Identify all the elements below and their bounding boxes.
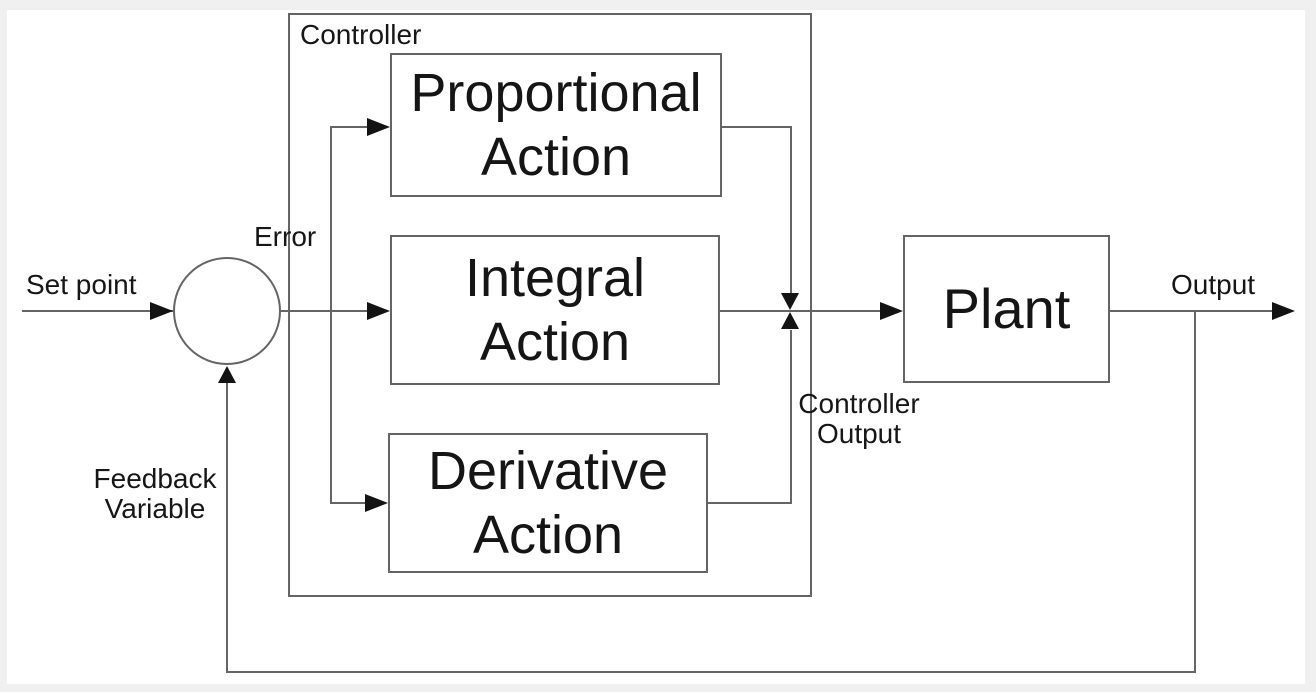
setpoint-label: Set point (26, 269, 137, 300)
proportional-output-line-v (790, 126, 792, 294)
integral-input-arrowhead (367, 302, 390, 320)
plant-block: Plant (903, 235, 1110, 383)
derivative-output-line-v (790, 330, 792, 504)
proportional-action-block: Proportional Action (390, 53, 722, 197)
setpoint-arrowhead (150, 302, 173, 320)
integral-label-line1: Integral (464, 248, 646, 308)
plant-label: Plant (942, 277, 1071, 340)
feedback-line-right (1194, 311, 1196, 673)
feedback-arrowhead (218, 366, 236, 383)
setpoint-line (22, 310, 173, 312)
derivative-junction-arrowhead (781, 312, 799, 329)
proportional-input-line (331, 126, 369, 128)
plant-input-arrowhead (880, 302, 903, 320)
output-arrowhead (1272, 302, 1295, 320)
feedback-line-bottom (226, 671, 1196, 673)
derivative-action-block: Derivative Action (388, 433, 708, 573)
proportional-junction-arrowhead (781, 293, 799, 310)
controller-output-label: Controller Output (783, 389, 935, 449)
output-label: Output (1171, 269, 1256, 300)
proportional-output-line-h (722, 126, 792, 128)
summing-junction (173, 257, 281, 365)
feedback-line-left (226, 382, 228, 673)
proportional-label-line2: Action (480, 127, 632, 187)
derivative-label-line2: Action (472, 505, 624, 565)
error-branch-line (330, 126, 332, 504)
proportional-input-arrowhead (367, 118, 390, 136)
integral-label-line2: Action (479, 312, 631, 372)
error-line (279, 310, 371, 312)
controller-output-label-line2: Output (816, 418, 902, 449)
integral-action-block: Integral Action (390, 235, 720, 385)
controller-group-label: Controller (300, 19, 422, 50)
plant-output-line (1110, 310, 1273, 312)
controller-output-label-line1: Controller (798, 388, 920, 419)
controller-output-line (720, 310, 881, 312)
derivative-input-line (331, 502, 367, 504)
derivative-input-arrowhead (365, 494, 388, 512)
feedback-variable-label-line1: Feedback (93, 463, 217, 494)
feedback-variable-label-line2: Variable (104, 493, 206, 524)
controller-group-box: Controller (288, 13, 812, 597)
error-label: Error (254, 221, 317, 252)
derivative-output-line-h (708, 502, 792, 504)
proportional-label-line1: Proportional (410, 63, 702, 123)
derivative-label-line1: Derivative (427, 441, 669, 501)
feedback-variable-label: Feedback Variable (78, 464, 232, 524)
